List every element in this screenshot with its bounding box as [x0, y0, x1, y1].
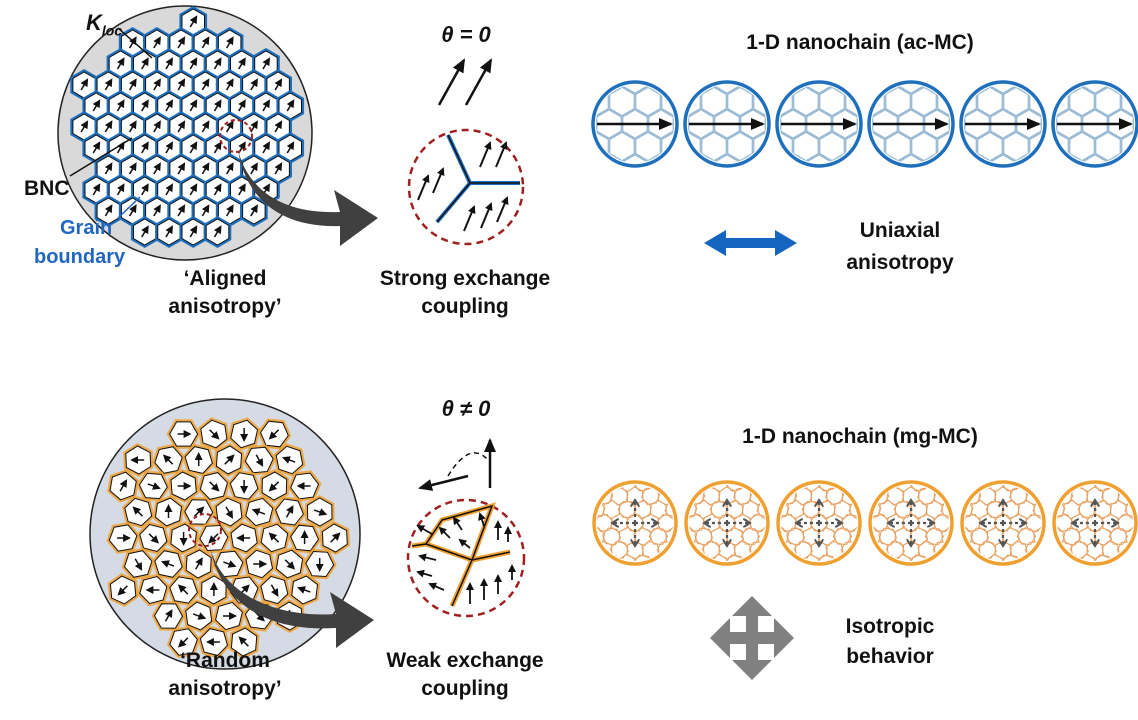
grain-boundary-label-1: Grain — [60, 217, 113, 239]
weak-coupling-label-1: Weak exchange — [386, 649, 544, 672]
strong-coupling-label-2: coupling — [421, 295, 509, 318]
ac-mc-particle-icon — [867, 80, 955, 168]
isotropic-label-1: Isotropic — [845, 615, 935, 638]
aligned-grain-particle-icon — [57, 5, 313, 261]
ac-mc-nanochain — [591, 80, 1138, 168]
moment-arrow-tilted — [418, 474, 469, 491]
grain-boundary-label-2: boundary — [34, 246, 126, 268]
theta-nonzero-label: θ ≠ 0 — [441, 396, 491, 421]
mg-mc-chain-title: 1-D nanochain (mg-MC) — [742, 425, 978, 448]
strong-coupling-label-1: Strong exchange — [379, 267, 551, 290]
uniaxial-label-2: anisotropy — [846, 251, 954, 274]
random-label-2: anisotropy’ — [168, 677, 282, 700]
mg-mc-particle-icon — [776, 480, 862, 566]
aligned-label-1: ‘Aligned — [183, 267, 267, 290]
zoom-arrow-icon — [238, 150, 378, 246]
random-grain-particle-icon — [89, 398, 361, 670]
theta-zero-label: θ = 0 — [441, 22, 491, 47]
bnc-leader-line — [69, 137, 133, 177]
strong-coupling-zoom-icon — [407, 128, 525, 246]
grain-boundary-leader-line — [117, 196, 141, 219]
weak-coupling-label-2: coupling — [421, 677, 509, 700]
isotropic-cross-arrow-icon — [710, 596, 794, 680]
ac-mc-particle-icon — [775, 80, 863, 168]
aligned-label-2: anisotropy’ — [168, 295, 282, 318]
weak-coupling-zoom-icon — [406, 498, 526, 618]
kloc-leader-line — [117, 27, 153, 59]
ac-mc-particle-icon — [683, 80, 771, 168]
zoom-arrow-icon-b — [210, 548, 374, 648]
mg-mc-particle-icon — [592, 480, 678, 566]
ac-mc-particle-icon — [959, 80, 1047, 168]
ac-mc-particle-icon — [591, 80, 679, 168]
bnc-label: BNC — [24, 177, 70, 200]
uniaxial-label-1: Uniaxial — [859, 219, 941, 242]
ac-mc-particle-icon — [1051, 80, 1138, 168]
mg-mc-nanochain — [592, 480, 1138, 566]
mg-mc-particle-icon — [684, 480, 770, 566]
ac-mc-chain-title: 1-D nanochain (ac-MC) — [746, 31, 974, 54]
moment-arrow-a — [437, 58, 466, 106]
mg-mc-particle-icon — [1052, 480, 1138, 566]
zoom-region-marker — [219, 119, 253, 153]
zoom-region-marker-b — [188, 513, 222, 547]
kloc-label: Kloc — [86, 10, 123, 39]
angle-arc — [447, 452, 489, 477]
mg-mc-particle-icon — [868, 480, 954, 566]
uniaxial-double-arrow-icon — [704, 230, 797, 256]
moment-arrow-b — [464, 58, 493, 106]
isotropic-label-2: behavior — [846, 645, 934, 668]
random-label-1: ‘Random — [180, 649, 270, 672]
mg-mc-particle-icon — [960, 480, 1046, 566]
